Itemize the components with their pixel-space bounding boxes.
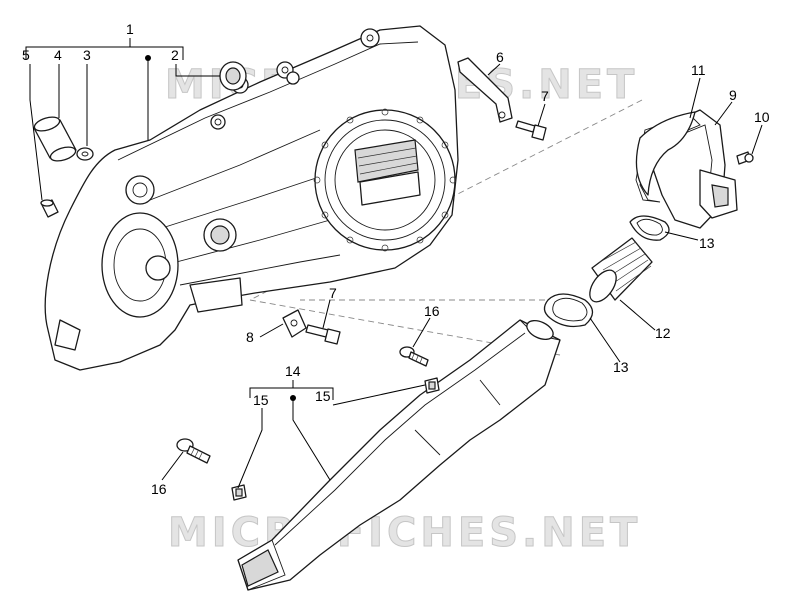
screw-part-16-lower [176, 438, 211, 464]
callout-1: 1 [126, 21, 134, 37]
callout-13-lower: 13 [613, 359, 629, 375]
callout-5: 5 [22, 47, 30, 63]
callout-3: 3 [83, 47, 91, 63]
intake-hose-part-12 [589, 237, 653, 303]
callout-11: 11 [691, 62, 706, 78]
callout-7-upper: 7 [541, 88, 549, 104]
dowel-part-5 [40, 199, 59, 218]
callout-13-upper: 13 [699, 235, 715, 251]
transmission-cover [44, 25, 459, 371]
callout-16-lower: 16 [151, 481, 167, 497]
callout-15-left: 15 [253, 392, 269, 408]
watermark-bottom: MICROFICHES.NET [168, 510, 641, 556]
screw-part-16-upper [399, 346, 429, 367]
callout-14: 14 [285, 363, 301, 379]
callout-12: 12 [655, 325, 671, 341]
clip-part-15-upper [424, 377, 440, 394]
gasket-part-11 [635, 111, 701, 203]
callout-15-right: 15 [315, 388, 331, 404]
bushing-part-4 [33, 116, 77, 162]
callout-9: 9 [729, 87, 737, 103]
clamp-ring-part-13-upper [629, 215, 670, 241]
bracket-part-8 [282, 309, 307, 338]
clip-part-15-lower [231, 484, 247, 501]
callout-6: 6 [496, 49, 504, 65]
callout-4: 4 [54, 47, 62, 63]
callout-numbers: 1 2 3 4 5 6 7 7 8 9 10 11 12 13 13 14 15… [22, 21, 770, 497]
leader-lines [25, 38, 763, 489]
screw-part-10 [736, 151, 754, 165]
intake-duct-part-14 [237, 319, 561, 591]
washer-part-3 [76, 147, 94, 161]
bracket-part-6 [457, 57, 513, 123]
callout-10: 10 [754, 109, 770, 125]
callout-7-lower: 7 [329, 285, 337, 301]
bearing-part-2 [219, 61, 247, 91]
callout-2: 2 [171, 47, 179, 63]
bolt-part-7-lower [305, 324, 341, 345]
callout-8: 8 [246, 329, 254, 345]
bolt-part-7-upper [515, 120, 547, 141]
callout-16-upper: 16 [424, 303, 440, 319]
clamp-ring-part-13-lower [543, 293, 594, 328]
